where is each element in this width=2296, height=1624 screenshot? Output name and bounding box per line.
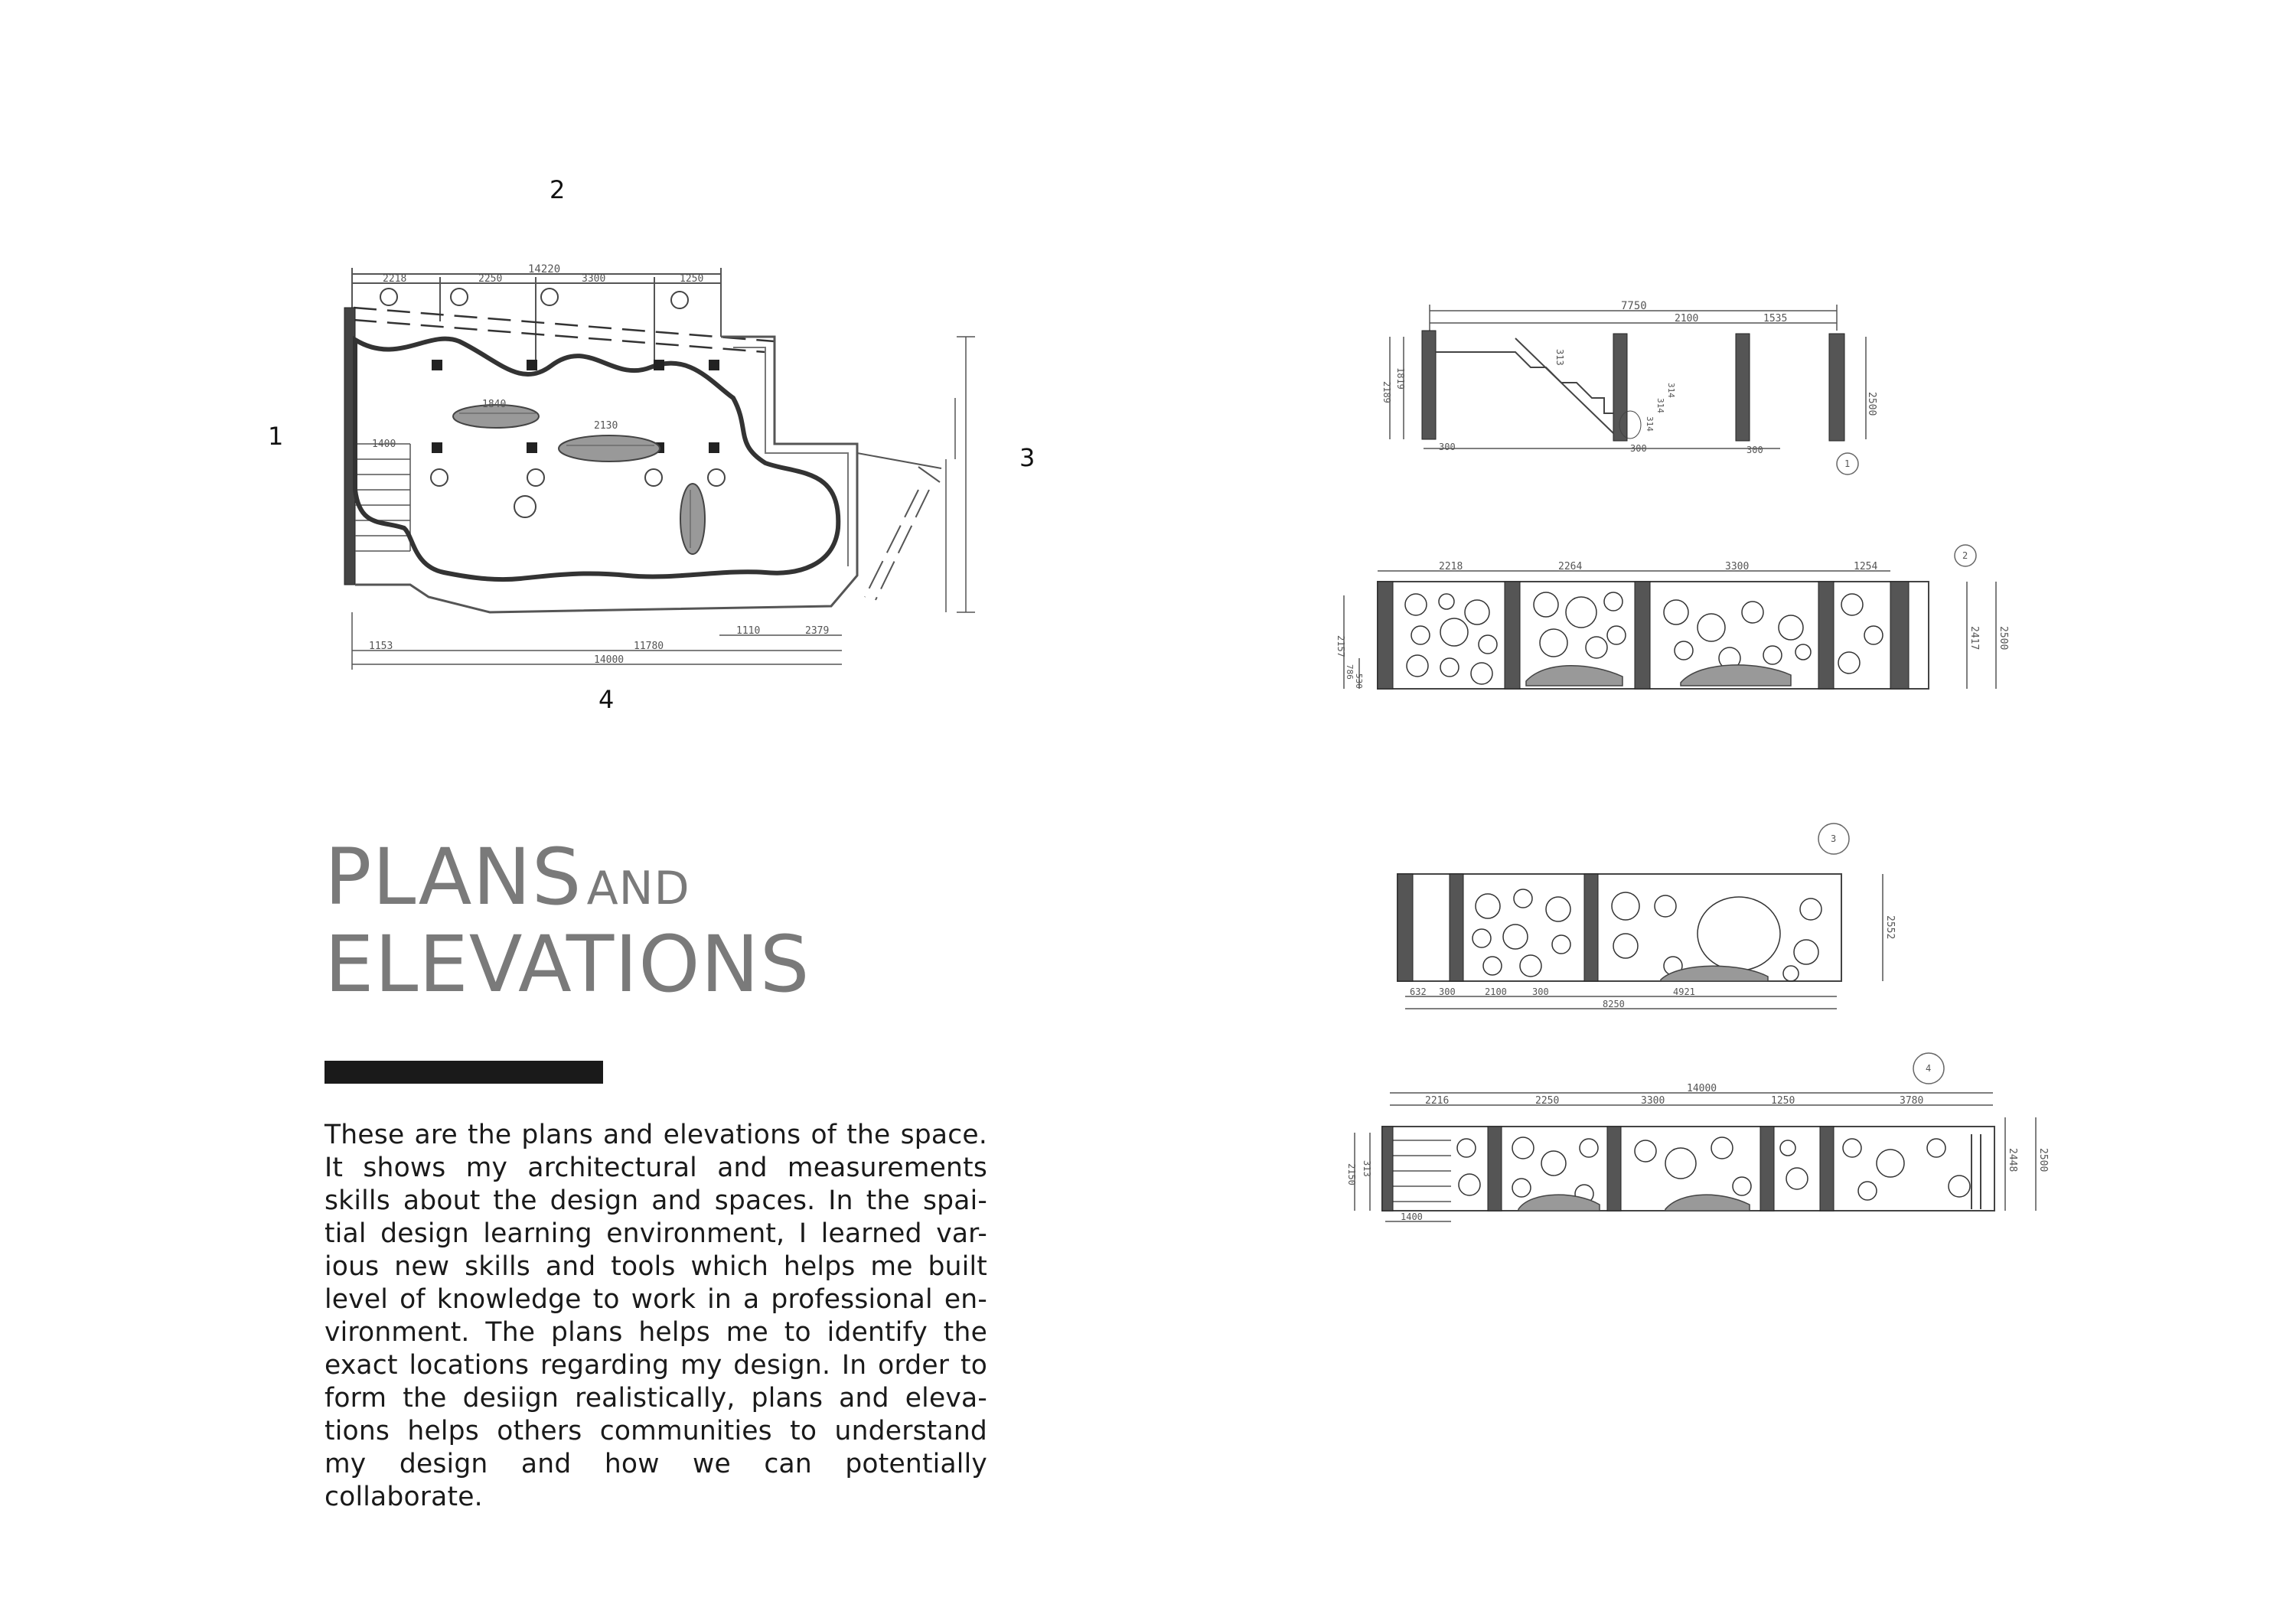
- elev3-marker: 3: [1831, 833, 1836, 844]
- plan-dim-overall-bottom: 14000: [594, 654, 624, 666]
- elev1-dim-2100: 2100: [1675, 313, 1698, 324]
- title-line-1: PLANS AND: [325, 832, 810, 923]
- elev2-dim-c: 3300: [1725, 561, 1749, 572]
- plan-label-3: 3: [1019, 443, 1035, 472]
- elev2-dim-height-b: 2500: [1998, 626, 2009, 650]
- plan-dim-inner-2: 2130: [594, 420, 618, 432]
- plan-dim-bottom-3: 1110: [736, 625, 760, 637]
- elev1-dim-left-2: 1819: [1395, 367, 1406, 390]
- plan-dim-top-4: 1250: [680, 273, 703, 285]
- elev4-dim-e: 3780: [1900, 1095, 1923, 1107]
- elev1-dim-s1: 300: [1439, 442, 1456, 452]
- elev3-dim-s2: 300: [1439, 986, 1456, 997]
- page-title: PLANS AND ELEVATIONS: [325, 832, 810, 1011]
- elev2-marker: 2: [1962, 550, 1968, 561]
- elev2-dim-a: 2218: [1439, 561, 1463, 572]
- plan-dim-bottom-1: 1153: [369, 641, 393, 652]
- elev4-dim-overall: 14000: [1687, 1083, 1717, 1094]
- elev1-dim-s3: 300: [1746, 445, 1763, 455]
- elev1-marker: 1: [1844, 458, 1850, 469]
- plan-dim-bottom-2: 11780: [634, 641, 664, 652]
- plan-dim-inner-1: 1840: [482, 399, 506, 410]
- plan-dim-bottom-4: 2379: [805, 625, 829, 637]
- elev1-dim-overall: 7750: [1621, 300, 1647, 312]
- title-plans: PLANS: [325, 832, 582, 923]
- elev4-dim-d: 1250: [1771, 1095, 1795, 1107]
- elev2-dim-d: 1254: [1854, 561, 1877, 572]
- elev2-dim-height-a: 2417: [1968, 626, 1980, 650]
- plan-label-4: 4: [598, 685, 615, 714]
- elev4-dim-c: 3300: [1641, 1095, 1665, 1107]
- elev1-dim-d3: 314: [1645, 416, 1655, 432]
- elev1-dim-height: 2500: [1866, 392, 1877, 416]
- plan-label-1: 1: [268, 422, 284, 451]
- elev2-dim-left-a: 2157: [1336, 635, 1346, 657]
- elev4-dim-a: 2216: [1425, 1095, 1449, 1107]
- elev3-dim-s3: 2100: [1485, 986, 1507, 997]
- elev4-dim-height-b: 2500: [2037, 1148, 2049, 1172]
- elev4-dim-left-b: 313: [1362, 1160, 1372, 1177]
- elev3-dim-height: 2552: [1884, 915, 1896, 939]
- title-elevations: ELEVATIONS: [325, 919, 810, 1011]
- elev2-dim-b: 2264: [1558, 561, 1582, 572]
- elev3-dim-s5: 4921: [1673, 986, 1695, 997]
- elev3-dim-s1: 632: [1410, 986, 1427, 997]
- plan-dim-top-2: 2250: [478, 273, 502, 285]
- elev1-dim-s2: 300: [1630, 443, 1647, 454]
- elev4-dim-left-a: 2150: [1346, 1163, 1357, 1185]
- elev3-dim-overall: 8250: [1603, 999, 1625, 1009]
- title-underline-bar: [325, 1061, 603, 1084]
- title-and: AND: [586, 862, 690, 915]
- plan-label-2: 2: [550, 175, 566, 204]
- plan-dim-overall-top: 14220: [528, 263, 560, 276]
- elev4-dim-height-a: 2448: [2007, 1148, 2018, 1172]
- elev1-dim-d1: 314: [1666, 383, 1676, 398]
- elev1-dim-1535: 1535: [1763, 313, 1787, 324]
- elev1-dim-d2: 314: [1655, 398, 1665, 413]
- elev4-dim-b: 2250: [1535, 1095, 1559, 1107]
- elev1-dim-left-3: 313: [1554, 349, 1565, 366]
- description-paragraph: These are the plans and elevations of th…: [325, 1120, 987, 1512]
- elev3-dim-s4: 300: [1532, 986, 1549, 997]
- plan-dim-left: 1400: [372, 439, 396, 450]
- elev1-dim-left-1: 2189: [1381, 381, 1392, 403]
- elev2-dim-left-b: 786: [1345, 664, 1355, 680]
- elev4-marker: 4: [1926, 1063, 1931, 1074]
- elev2-dim-left-c: 530: [1354, 673, 1364, 689]
- elev4-dim-bottom: 1400: [1401, 1211, 1423, 1222]
- plan-dim-top-1: 2218: [383, 273, 406, 285]
- plan-dim-top-3: 3300: [582, 273, 605, 285]
